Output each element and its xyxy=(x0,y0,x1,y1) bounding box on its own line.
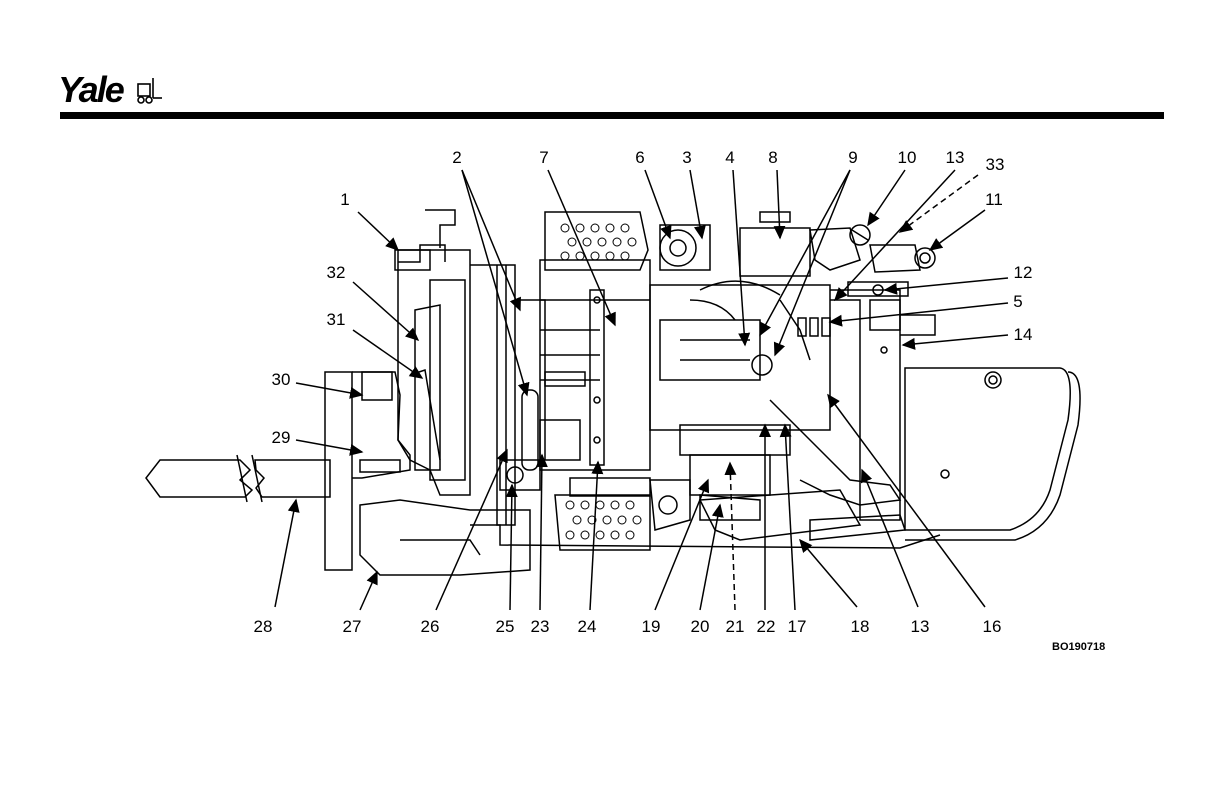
callout-12: 12 xyxy=(1014,263,1033,282)
callout-17: 17 xyxy=(788,617,807,636)
callout-11: 11 xyxy=(985,190,1003,209)
callout-13-bottom: 13 xyxy=(911,617,930,636)
callout-29: 29 xyxy=(272,428,291,447)
callout-26: 26 xyxy=(421,617,440,636)
callout-7: 7 xyxy=(539,148,548,167)
callout-23: 23 xyxy=(531,617,550,636)
callout-24: 24 xyxy=(578,617,597,636)
fuel-rail xyxy=(590,290,604,465)
drive-shaft xyxy=(146,460,252,497)
engine-drawing xyxy=(146,210,1080,575)
serpentine-belt xyxy=(522,390,538,470)
oil-pan xyxy=(555,495,650,550)
callout-9: 9 xyxy=(848,148,857,167)
callout-21: 21 xyxy=(726,617,745,636)
starter xyxy=(650,480,690,530)
radiator xyxy=(398,250,470,495)
callout-18: 18 xyxy=(851,617,870,636)
leader-lines xyxy=(275,170,1008,610)
callout-28: 28 xyxy=(254,617,273,636)
callout-5: 5 xyxy=(1013,292,1022,311)
callout-4: 4 xyxy=(725,148,734,167)
callout-8: 8 xyxy=(768,148,777,167)
figure-id: BO190718 xyxy=(1052,641,1105,653)
callout-2: 2 xyxy=(452,148,461,167)
callout-22: 22 xyxy=(757,617,776,636)
callout-14: 14 xyxy=(1014,325,1033,344)
callout-31: 31 xyxy=(327,310,346,329)
callout-6: 6 xyxy=(635,148,644,167)
callout-3: 3 xyxy=(682,148,691,167)
counterweight xyxy=(905,368,1070,530)
fan-plate xyxy=(470,265,515,525)
callout-30: 30 xyxy=(272,370,291,389)
callout-16: 16 xyxy=(983,617,1002,636)
intake-manifold xyxy=(650,285,830,430)
control-module xyxy=(740,228,810,276)
callout-19: 19 xyxy=(642,617,661,636)
callout-labels: 1 2 3 4 5 6 7 8 9 10 11 12 13 13 14 16 1… xyxy=(254,148,1033,636)
callout-33: 33 xyxy=(986,155,1005,174)
callout-10: 10 xyxy=(898,148,917,167)
ignition-coils xyxy=(798,318,830,336)
callout-27: 27 xyxy=(343,617,362,636)
transmission-housing xyxy=(325,372,352,570)
callout-13-top: 13 xyxy=(946,148,965,167)
callout-1: 1 xyxy=(340,190,349,209)
callout-25: 25 xyxy=(496,617,515,636)
valve-cover xyxy=(545,212,648,270)
callout-32: 32 xyxy=(327,263,346,282)
callout-20: 20 xyxy=(691,617,710,636)
gauge-dial xyxy=(660,230,696,266)
